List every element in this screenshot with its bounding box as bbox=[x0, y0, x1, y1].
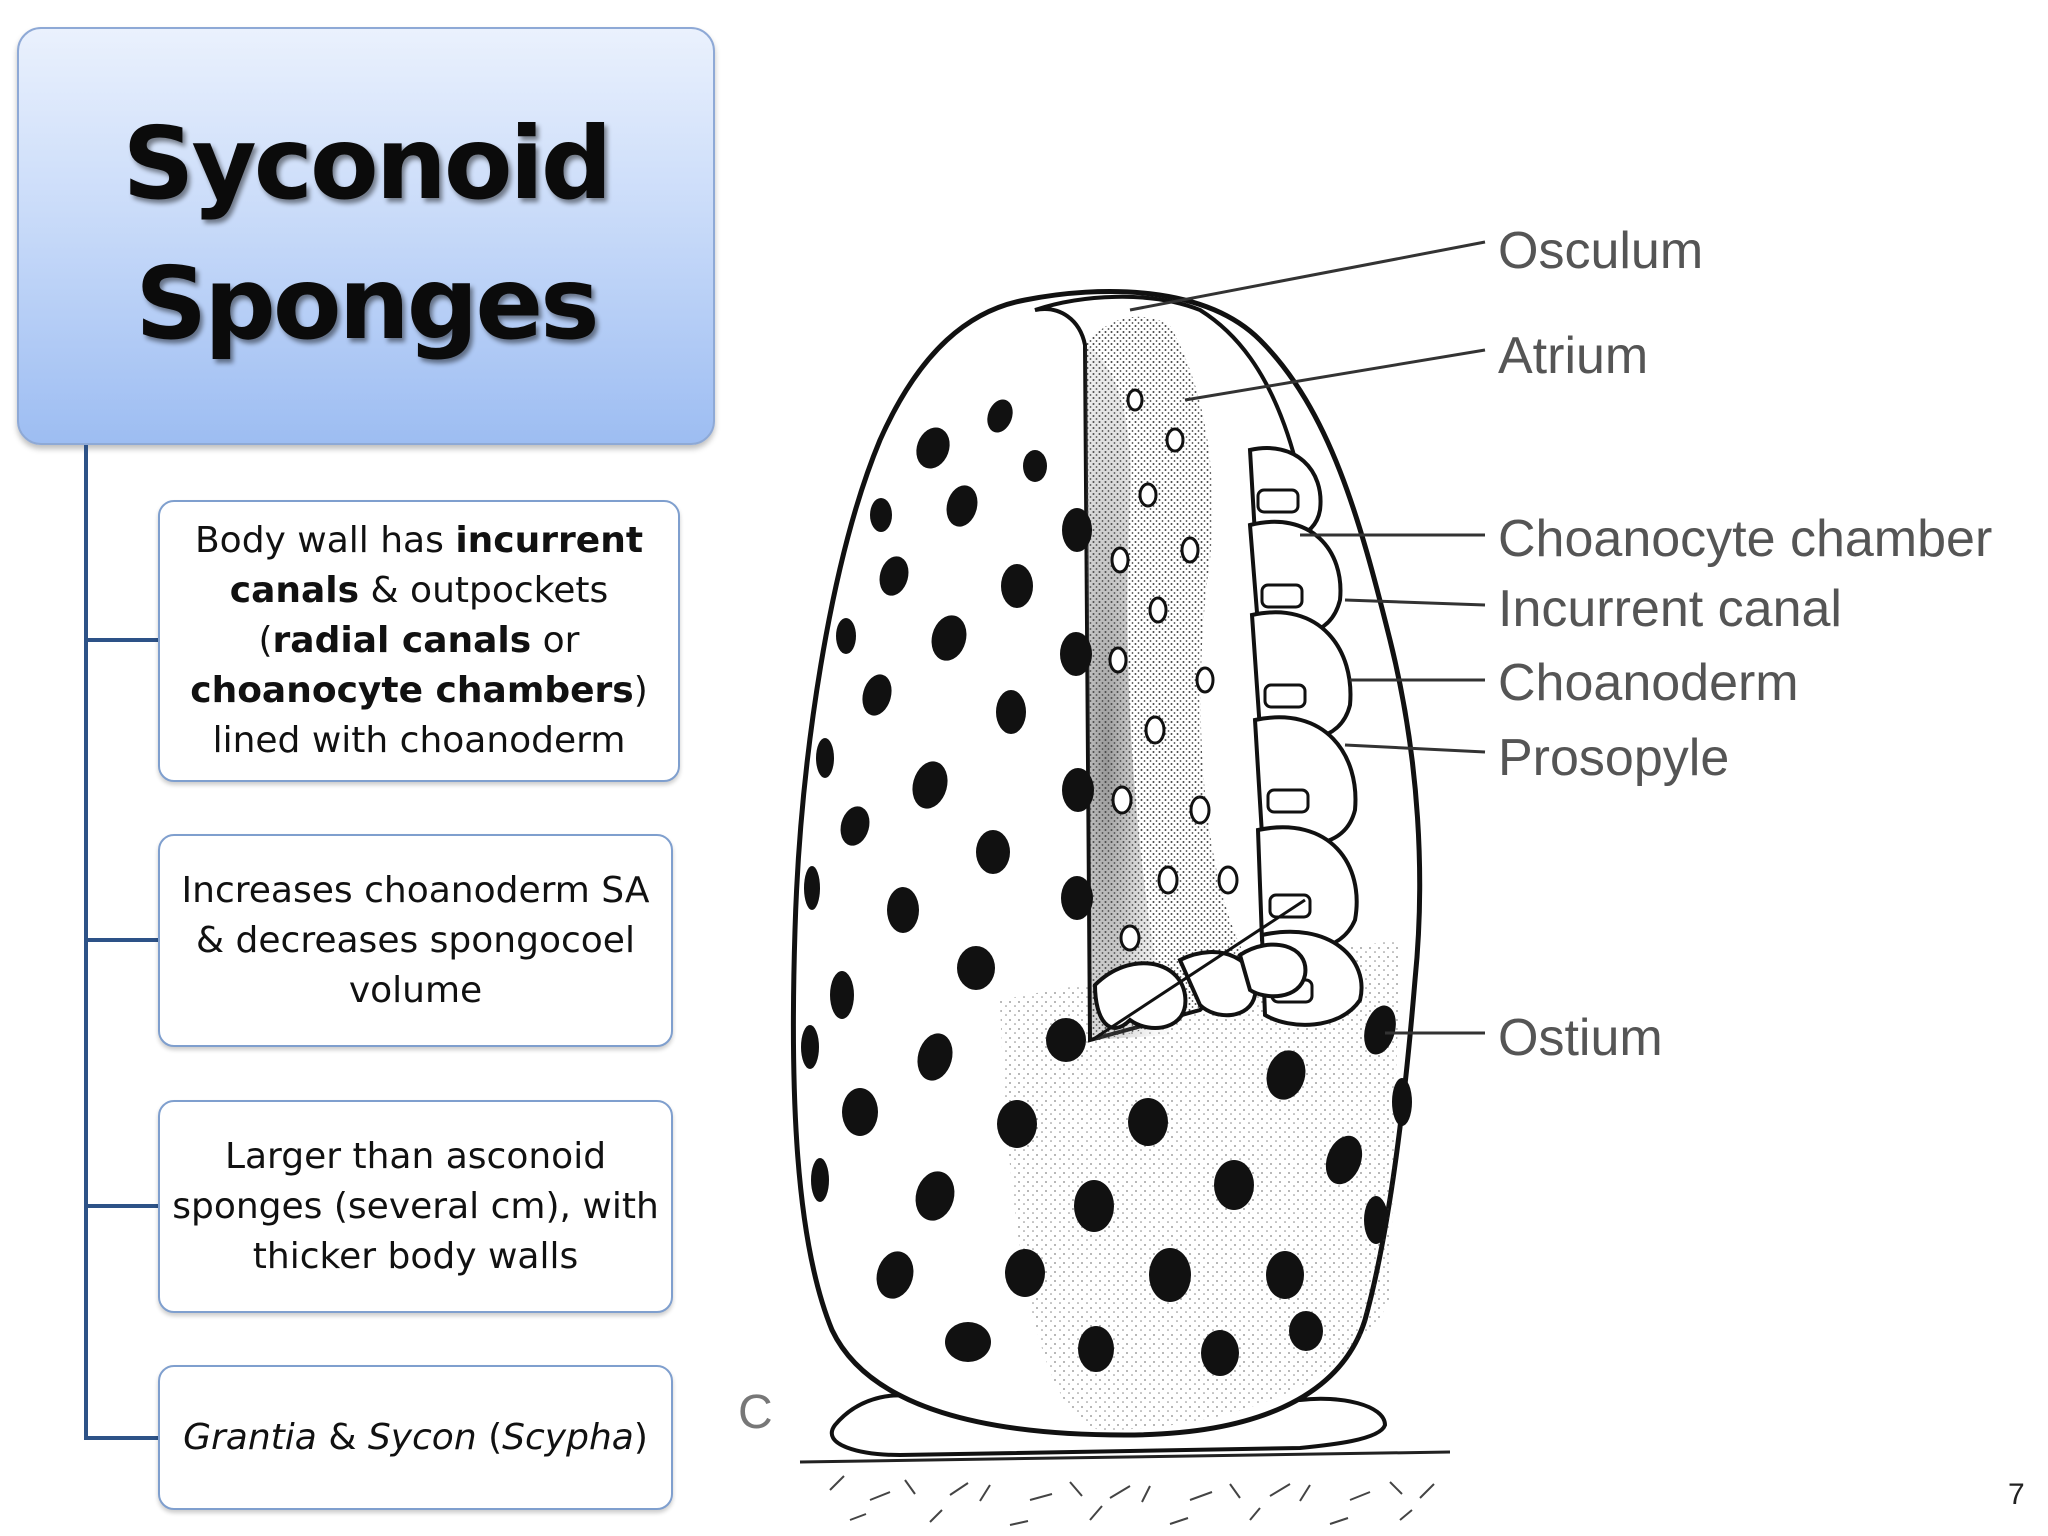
label-choanoderm: Choanoderm bbox=[1498, 654, 1799, 712]
label-choanocyte-chamber: Choanocyte chamber bbox=[1498, 510, 1992, 568]
panel-letter: C bbox=[740, 1386, 773, 1439]
bullet-4-part-1: Grantia bbox=[183, 1416, 317, 1458]
bullet-1-part-1: Body wall has bbox=[194, 520, 456, 561]
bullet-4-part-6: ) bbox=[633, 1416, 648, 1458]
bullet-1-part-5: or bbox=[531, 620, 580, 661]
leader-lines bbox=[1129, 240, 1486, 1035]
bullet-text-3: Larger than asconoid sponges (several cm… bbox=[172, 1135, 659, 1277]
syconoid-sponge-diagram: Osculum Atrium Choanocyte chamber Incurr… bbox=[740, 222, 1992, 1526]
bullet-4-part-5: Scypha bbox=[502, 1416, 634, 1458]
label-ostium: Ostium bbox=[1498, 1009, 1663, 1067]
label-osculum: Osculum bbox=[1498, 222, 1703, 280]
bullet-box-1: Body wall has incurrent canals & outpock… bbox=[158, 500, 680, 782]
connector-branch-1 bbox=[84, 638, 158, 642]
connector-vertical bbox=[84, 445, 88, 1440]
bullet-4-part-2: & bbox=[316, 1416, 368, 1458]
bullet-text-2: Increases choanoderm SA & decreases spon… bbox=[181, 869, 650, 1011]
title-box: Syconoid Sponges bbox=[17, 27, 715, 445]
bullet-1-part-6: choanocyte chambers bbox=[190, 670, 634, 711]
label-prosopyle: Prosopyle bbox=[1498, 729, 1729, 787]
bullet-text-1: Body wall has incurrent canals & outpock… bbox=[170, 516, 668, 766]
connector-branch-2 bbox=[84, 938, 158, 942]
bullet-box-3: Larger than asconoid sponges (several cm… bbox=[158, 1100, 673, 1313]
title-line-2: Sponges bbox=[135, 245, 599, 362]
bullet-text-4: Grantia & Sycon (Scypha) bbox=[183, 1413, 648, 1463]
connector-branch-3 bbox=[84, 1204, 158, 1208]
page-number: 7 bbox=[2008, 1478, 2025, 1511]
bullet-box-2: Increases choanoderm SA & decreases spon… bbox=[158, 834, 673, 1047]
cut-section bbox=[1034, 294, 1364, 1043]
title-line-1: Syconoid bbox=[122, 105, 613, 222]
label-atrium: Atrium bbox=[1498, 327, 1648, 385]
bullet-1-part-2: incurrent canals bbox=[229, 520, 644, 611]
bullet-1-part-4: radial canals bbox=[272, 620, 532, 661]
bullet-box-4: Grantia & Sycon (Scypha) bbox=[158, 1365, 673, 1510]
label-incurrent-canal: Incurrent canal bbox=[1498, 580, 1842, 638]
bullet-4-part-3: Sycon bbox=[367, 1416, 477, 1458]
bullet-4-part-4: ( bbox=[476, 1416, 503, 1458]
bullet-1-part-7: ) lined with choanoderm bbox=[212, 670, 648, 761]
slide-title: Syconoid Sponges bbox=[122, 94, 613, 374]
bullet-1-part-3: & outpockets ( bbox=[258, 570, 609, 661]
substrate bbox=[799, 1450, 1451, 1526]
connector-branch-4 bbox=[84, 1436, 158, 1440]
ostia bbox=[801, 399, 1412, 1376]
